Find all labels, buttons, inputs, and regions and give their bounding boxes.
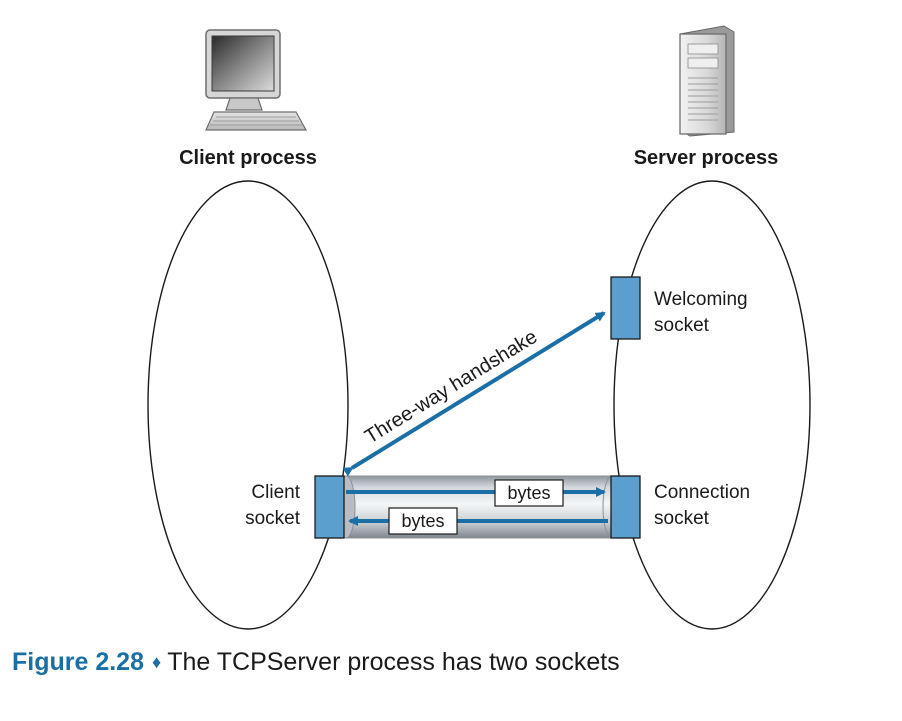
caption-separator-icon: ♦ [152, 652, 162, 672]
svg-text:bytes: bytes [401, 511, 444, 531]
bytes-to-client-label: bytes [388, 507, 458, 535]
svg-text:Welcoming: Welcoming [654, 289, 748, 310]
server-tower-icon [679, 25, 735, 137]
desktop-computer-icon [205, 29, 308, 131]
handshake-arrow [342, 311, 606, 477]
figure-caption: Figure 2.28 ♦The TCPServer process has tw… [12, 648, 620, 677]
client-socket [314, 475, 345, 539]
client-process-label: Client process [179, 147, 317, 169]
connection-socket [610, 475, 641, 539]
svg-text:socket: socket [245, 508, 301, 529]
tcp-connection-pipe [336, 475, 622, 539]
figure-number: Figure 2.28 [12, 648, 144, 676]
svg-text:Connection: Connection [654, 482, 750, 503]
handshake-label: Three-way handshake [361, 326, 541, 448]
client-socket-label: Client socket [245, 482, 301, 529]
bytes-to-server-label: bytes [494, 479, 564, 507]
svg-text:socket: socket [654, 315, 710, 336]
welcoming-socket-label: Welcoming socket [654, 289, 748, 336]
client-process-boundary [147, 180, 349, 630]
connection-socket-label: Connection socket [654, 482, 750, 529]
tcp-socket-diagram: Client process Server process bytes byte… [147, 25, 811, 630]
svg-text:socket: socket [654, 508, 710, 529]
server-process-boundary [613, 180, 811, 630]
server-process-label: Server process [634, 147, 779, 169]
svg-text:bytes: bytes [507, 483, 550, 503]
caption-text: The TCPServer process has two sockets [167, 648, 620, 676]
svg-text:Client: Client [251, 482, 300, 503]
welcoming-socket [610, 276, 641, 340]
